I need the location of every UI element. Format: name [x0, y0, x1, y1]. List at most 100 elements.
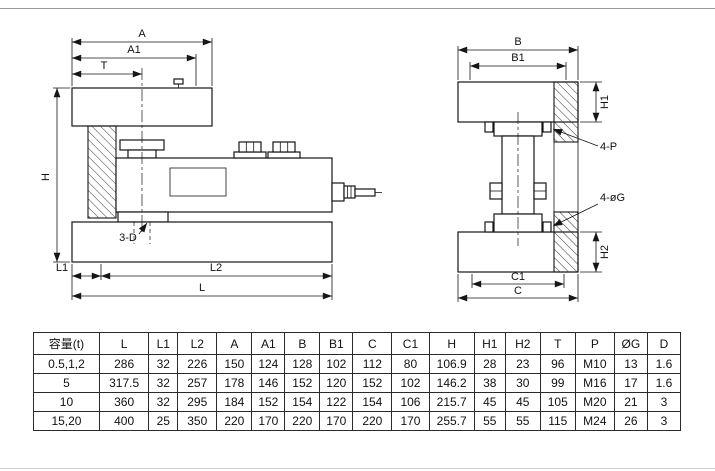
table-row: 0.5,1,2 286 32 226 150 124 128 102 112 8…	[33, 354, 682, 374]
right-view: B B1 H1 4-P 4-øG	[457, 36, 625, 302]
table-cell: 5	[33, 373, 100, 393]
bottom-divider	[0, 468, 715, 469]
table-cell: 55	[504, 411, 541, 431]
left-view-dimensions: A A1 T H L1 L2	[40, 28, 333, 300]
header-cell: B1	[319, 332, 354, 355]
right-view-dimensions: B B1 H1 4-P 4-øG	[457, 36, 625, 302]
table-cell: 17	[613, 373, 648, 393]
dim-label-h1: H1	[599, 95, 611, 109]
header-cell: A1	[251, 332, 286, 355]
dim-label-h2: H2	[599, 245, 611, 259]
table-cell: 152	[284, 373, 321, 393]
table-cell: 26	[613, 411, 648, 431]
table-cell: 317.5	[98, 373, 150, 393]
dim-label-b1: B1	[511, 52, 524, 64]
side-bolt	[489, 182, 503, 200]
header-cell: H1	[473, 332, 506, 355]
table-cell: 3	[646, 411, 682, 431]
table-cell: 13	[613, 354, 648, 374]
table-cell: 122	[319, 392, 354, 412]
table-cell: 105	[539, 392, 576, 412]
table-cell: 45	[504, 392, 541, 412]
load-cell-body	[115, 157, 333, 213]
table-cell: 112	[352, 354, 393, 374]
table-cell: 32	[148, 373, 179, 393]
g-hole-stud	[542, 221, 552, 233]
p-bolt	[484, 121, 494, 133]
dim-label-c: C	[514, 285, 522, 297]
header-cell: H2	[504, 332, 541, 355]
dim-label-l1: L1	[56, 262, 68, 274]
table-cell: 30	[504, 373, 541, 393]
table-cell: 25	[148, 411, 179, 431]
table-cell: 184	[216, 392, 253, 412]
table-cell: M10	[574, 354, 615, 374]
side-bolt	[533, 182, 547, 200]
holes-callout-4g: 4-øG	[600, 192, 625, 204]
table-cell: 106	[391, 392, 430, 412]
table-cell: M24	[574, 411, 615, 431]
header-cell: L	[98, 332, 150, 355]
table-cell: 170	[251, 411, 286, 431]
header-cell: C1	[391, 332, 430, 355]
header-cell-capacity: 容量(t)	[33, 332, 100, 355]
mounting-bolt	[233, 141, 267, 159]
header-cell: L2	[177, 332, 218, 355]
table-cell: 170	[391, 411, 430, 431]
g-hole-stud	[484, 221, 494, 233]
table-cell: 226	[177, 354, 218, 374]
table-cell: 28	[473, 354, 506, 374]
table-cell: M20	[574, 392, 615, 412]
dim-label-l2: L2	[210, 262, 222, 274]
dim-label-c1: C1	[511, 271, 525, 283]
dimension-table-container: 容量(t) L L1 L2 A A1 B B1 C C1 H H1 H2 T P…	[33, 332, 682, 431]
table-cell: 106.9	[428, 354, 475, 374]
table-cell: 150	[216, 354, 253, 374]
left-view-geometry	[71, 68, 382, 263]
table-cell: 96	[539, 354, 576, 374]
dim-label-b: B	[514, 36, 521, 48]
table-cell: 115	[539, 411, 576, 431]
table-cell: 350	[177, 411, 218, 431]
table-cell: 120	[319, 373, 354, 393]
table-cell: 45	[473, 392, 506, 412]
table-cell: 80	[391, 354, 430, 374]
header-cell: H	[428, 332, 475, 355]
header-cell: D	[646, 332, 682, 355]
technical-drawing: A A1 T H L1 L2	[40, 28, 625, 302]
header-cell: C	[352, 332, 393, 355]
table-cell: 102	[391, 373, 430, 393]
table-cell: 152	[251, 392, 286, 412]
table-row: 5 317.5 32 257 178 146 152 120 152 102 1…	[33, 373, 682, 393]
header-cell: L1	[148, 332, 179, 355]
table-cell: 38	[473, 373, 506, 393]
table-cell: 128	[284, 354, 321, 374]
mounting-bolt	[267, 141, 301, 159]
table-cell: 1.6	[646, 354, 682, 374]
top-divider	[0, 8, 715, 9]
table-cell: 99	[539, 373, 576, 393]
table-cell: 0.5,1,2	[33, 354, 100, 374]
dimension-table: 容量(t) L L1 L2 A A1 B B1 C C1 H H1 H2 T P…	[33, 332, 682, 431]
table-row: 15,20 400 25 350 220 170 220 170 220 170…	[33, 411, 682, 431]
table-cell: 1.6	[646, 373, 682, 393]
table-cell: 21	[613, 392, 648, 412]
top-screw	[173, 78, 184, 85]
cable-gland	[331, 182, 382, 202]
table-cell: 220	[216, 411, 253, 431]
table-cell: 32	[148, 354, 179, 374]
header-cell: A	[216, 332, 253, 355]
right-view-geometry	[457, 81, 579, 273]
table-cell: 400	[98, 411, 150, 431]
table-cell: 124	[251, 354, 286, 374]
table-cell: 295	[177, 392, 218, 412]
table-cell: 55	[473, 411, 506, 431]
table-cell: 23	[504, 354, 541, 374]
table-cell: 255.7	[428, 411, 475, 431]
table-cell: 32	[148, 392, 179, 412]
p-bolt	[542, 121, 552, 133]
dim-label-a: A	[138, 28, 146, 40]
wall-section-bottom	[553, 211, 579, 273]
table-cell: 220	[284, 411, 321, 431]
